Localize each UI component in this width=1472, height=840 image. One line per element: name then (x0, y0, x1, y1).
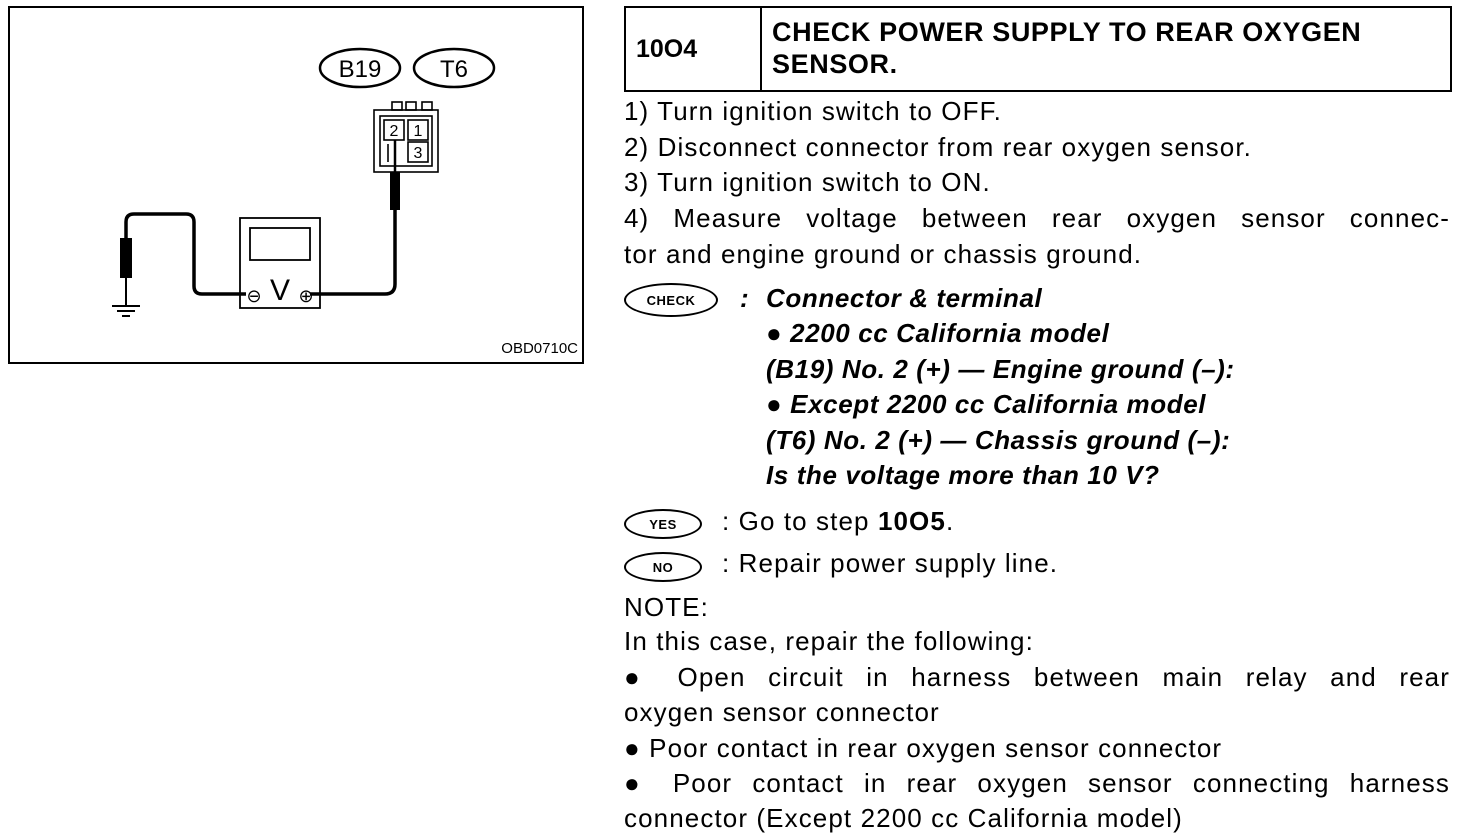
plus-terminal-icon: ⊕ (298, 286, 313, 307)
note-intro: In this case, repair the following: (624, 626, 1034, 656)
wiring-figure: B19 T6 2 1 3 V ⊖ ⊕ (8, 6, 584, 364)
note-line-2: oxygen sensor connector (624, 697, 940, 727)
check-line-5: (T6) No. 2 (+) — Chassis ground (–): (766, 425, 1231, 455)
yes-result: : Go to step 10O5. (722, 506, 954, 537)
step-header: 10O4 CHECK POWER SUPPLY TO REAR OXYGEN S… (624, 6, 1452, 92)
check-line-1: Connector & terminal (766, 283, 1043, 313)
yes-step-ref: 10O5 (877, 506, 946, 536)
note-title: NOTE: (624, 592, 709, 622)
pin-1-label: 1 (414, 123, 423, 140)
note-line-4: ● Poor contact in rear oxygen sensor con… (624, 768, 1450, 798)
check-line-4: ● Except 2200 cc California model (766, 389, 1207, 419)
negative-probe-icon (120, 212, 246, 306)
connector-label-t6: T6 (440, 56, 468, 83)
no-result: : Repair power supply line. (722, 548, 1059, 578)
procedure-step-4: 4) Measure voltage between rear oxygen s… (624, 203, 1450, 233)
check-line-3: (B19) No. 2 (+) — Engine ground (–): (766, 354, 1235, 384)
step-title: CHECK POWER SUPPLY TO REAR OXYGEN SENSOR… (762, 8, 1450, 90)
check-badge: CHECK (624, 283, 718, 317)
pin-3-label: 3 (414, 145, 423, 162)
procedure-step-4-cont: tor and engine ground or chassis ground. (624, 239, 1143, 269)
step-title-line-1: CHECK POWER SUPPLY TO REAR OXYGEN (772, 17, 1362, 47)
check-line-6: Is the voltage more than 10 V? (766, 460, 1160, 490)
pin-2-label: 2 (390, 123, 399, 140)
procedure-step-1: 1) Turn ignition switch to OFF. (624, 96, 1003, 126)
yes-suffix: . (945, 506, 955, 536)
wiring-diagram: B19 T6 2 1 3 V ⊖ ⊕ (112, 47, 578, 357)
voltmeter-icon (239, 217, 321, 309)
step-title-line-2: SENSOR. (772, 49, 898, 79)
note-line-3: ● Poor contact in rear oxygen sensor con… (624, 733, 1223, 763)
ground-icon (112, 305, 140, 317)
step-number: 10O4 (626, 8, 762, 90)
yes-badge: YES (624, 509, 702, 539)
connector-icon (373, 101, 439, 173)
minus-terminal-icon: ⊖ (246, 286, 261, 307)
no-badge: NO (624, 552, 702, 582)
voltmeter-label: V (270, 274, 290, 307)
check-colon: : (740, 283, 750, 313)
check-line-2: ● 2200 cc California model (766, 318, 1110, 348)
procedure-step-2: 2) Disconnect connector from rear oxygen… (624, 132, 1252, 162)
figure-code: OBD0710C (501, 340, 578, 357)
connector-label-oval-t6 (412, 47, 496, 89)
note-line-1: ● Open circuit in harness between main r… (624, 662, 1450, 692)
positive-probe-icon (310, 140, 400, 296)
connector-label-b19: B19 (339, 56, 382, 83)
procedure-step-3: 3) Turn ignition switch to ON. (624, 167, 991, 197)
yes-prefix: : Go to step (722, 506, 878, 536)
connector-label-oval-b19 (318, 47, 402, 89)
note-line-5: connector (Except 2200 cc California mod… (624, 803, 1183, 833)
